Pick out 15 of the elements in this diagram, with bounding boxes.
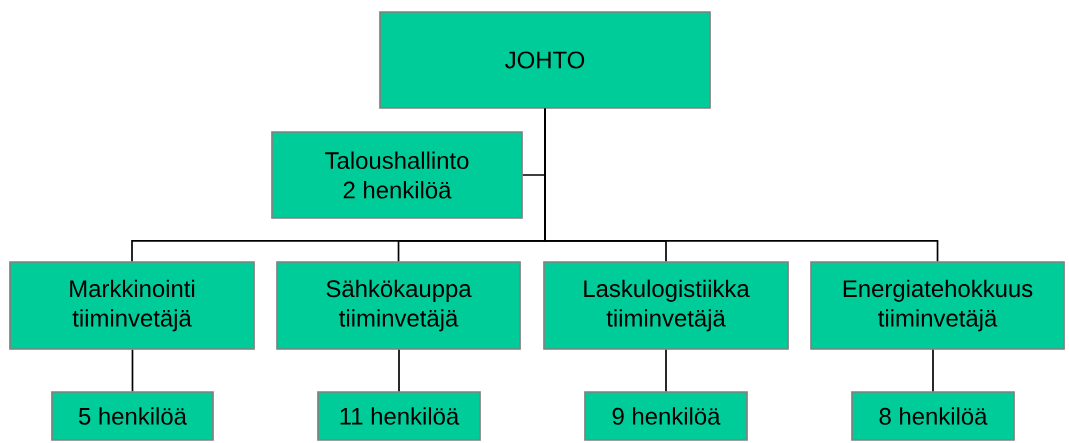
staff-box: 9 henkilöä [584, 391, 748, 441]
team-box: Markkinointi tiiminvetäjä [9, 261, 255, 350]
connector-line [932, 349, 934, 392]
department-box: Taloushallinto 2 henkilöä [271, 131, 523, 219]
staff-box: 11 henkilöä [317, 391, 481, 441]
management-box: JOHTO [379, 11, 711, 109]
connector-line [665, 349, 667, 392]
staff-box: 5 henkilöä [51, 391, 214, 441]
connector-line [131, 349, 134, 392]
staff-box: 8 henkilöä [851, 391, 1015, 441]
team-box: Energiatehokkuus tiiminvetäjä [810, 261, 1065, 350]
team-box: Sähkökauppa tiiminvetäjä [276, 261, 521, 350]
connector-line [398, 349, 400, 392]
connector-line [544, 108, 939, 263]
team-box: Laskulogistiikka tiiminvetäjä [543, 261, 789, 350]
